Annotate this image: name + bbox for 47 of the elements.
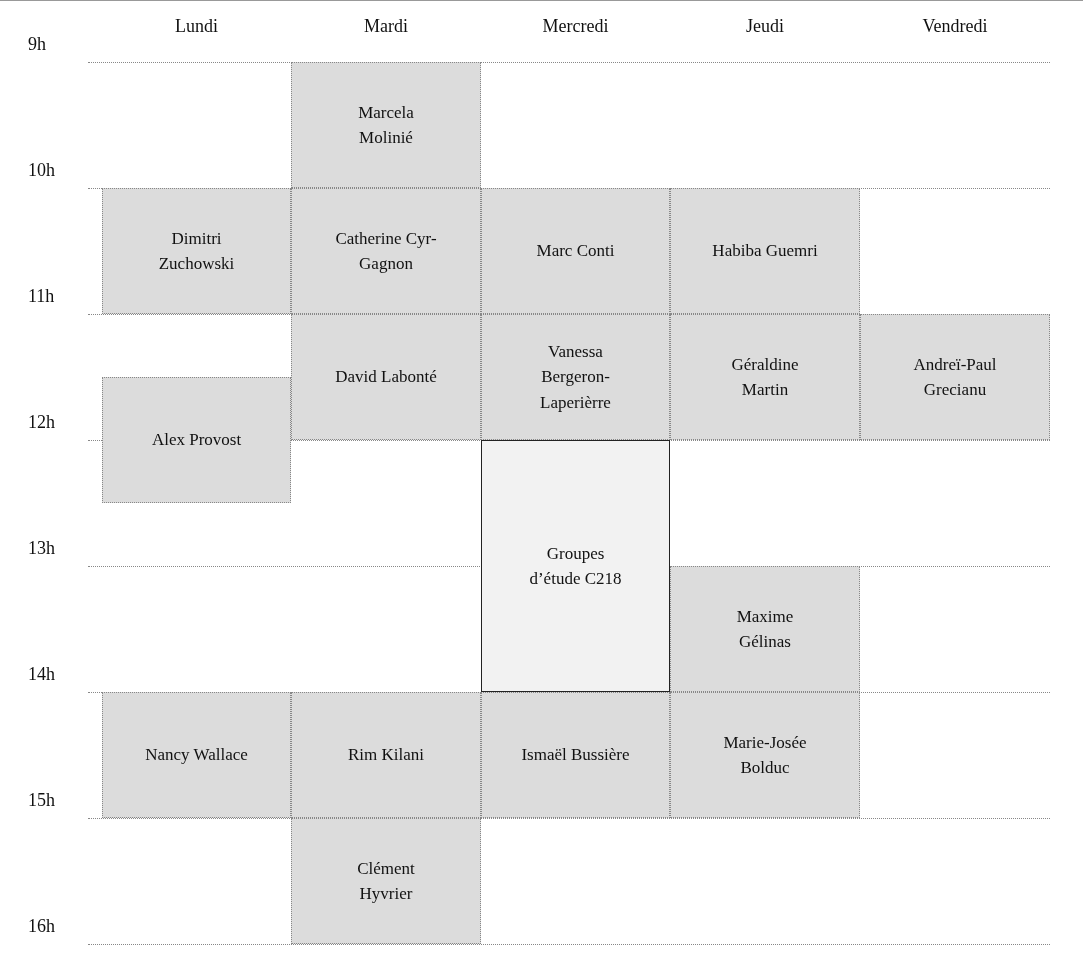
name-text: Marcela Molinié [357,101,415,149]
name-text: Catherine Cyr-Gagnon [334,227,438,275]
day-label: Vendredi [922,16,988,37]
hour-label: 9h [28,34,46,55]
name-text: Habiba Guemri [712,240,818,263]
name-text: Rim Kilani [348,744,424,767]
schedule-block [102,377,291,503]
name-text: Maxime Gélinas [735,605,795,653]
name-text: Géraldine Martin [730,353,800,401]
schedule-block [291,62,481,188]
name-text: Marie-Josée Bolduc [722,731,808,779]
name-text: David Labonté [335,366,437,389]
schedule-block [291,314,481,440]
schedule-block [670,566,860,692]
name-text: Dimitri Zuchowski [157,227,236,275]
name-text: Vanessa Bergeron-Laperièrre [539,340,612,414]
schedule-block [670,188,860,314]
hour-label: 16h [28,916,55,937]
name-text: Alex Provost [151,429,242,452]
hour-label: 13h [28,538,55,559]
name-text: Marc Conti [536,240,615,263]
hour-label: 10h [28,160,55,181]
schedule-block [102,692,291,818]
schedule-block [291,692,481,818]
schedule-block [670,314,860,440]
day-label: Lundi [175,16,218,37]
schedule-block [481,188,670,314]
hour-label: 12h [28,412,55,433]
name-text: Nancy Wallace [145,744,248,767]
schedule-block [670,692,860,818]
hour-label: 14h [28,664,55,685]
name-text: Ismaël Bussière [521,744,630,767]
day-label: Mardi [364,16,408,37]
schedule-block [102,188,291,314]
schedule-block [291,818,481,944]
study-group-block [481,440,670,692]
day-label: Jeudi [746,16,784,37]
schedule-block [860,314,1050,440]
name-text: Clément Hyvrier [356,857,416,905]
schedule-block [481,692,670,818]
day-label: Mercredi [542,16,609,37]
hour-label: 11h [28,286,55,307]
schedule-block [291,188,481,314]
schedule-block [481,314,670,440]
hour-label: 15h [28,790,55,811]
name-text: Groupes d’étude C218 [528,542,623,590]
name-text: Andreï-Paul Grecianu [912,353,998,401]
